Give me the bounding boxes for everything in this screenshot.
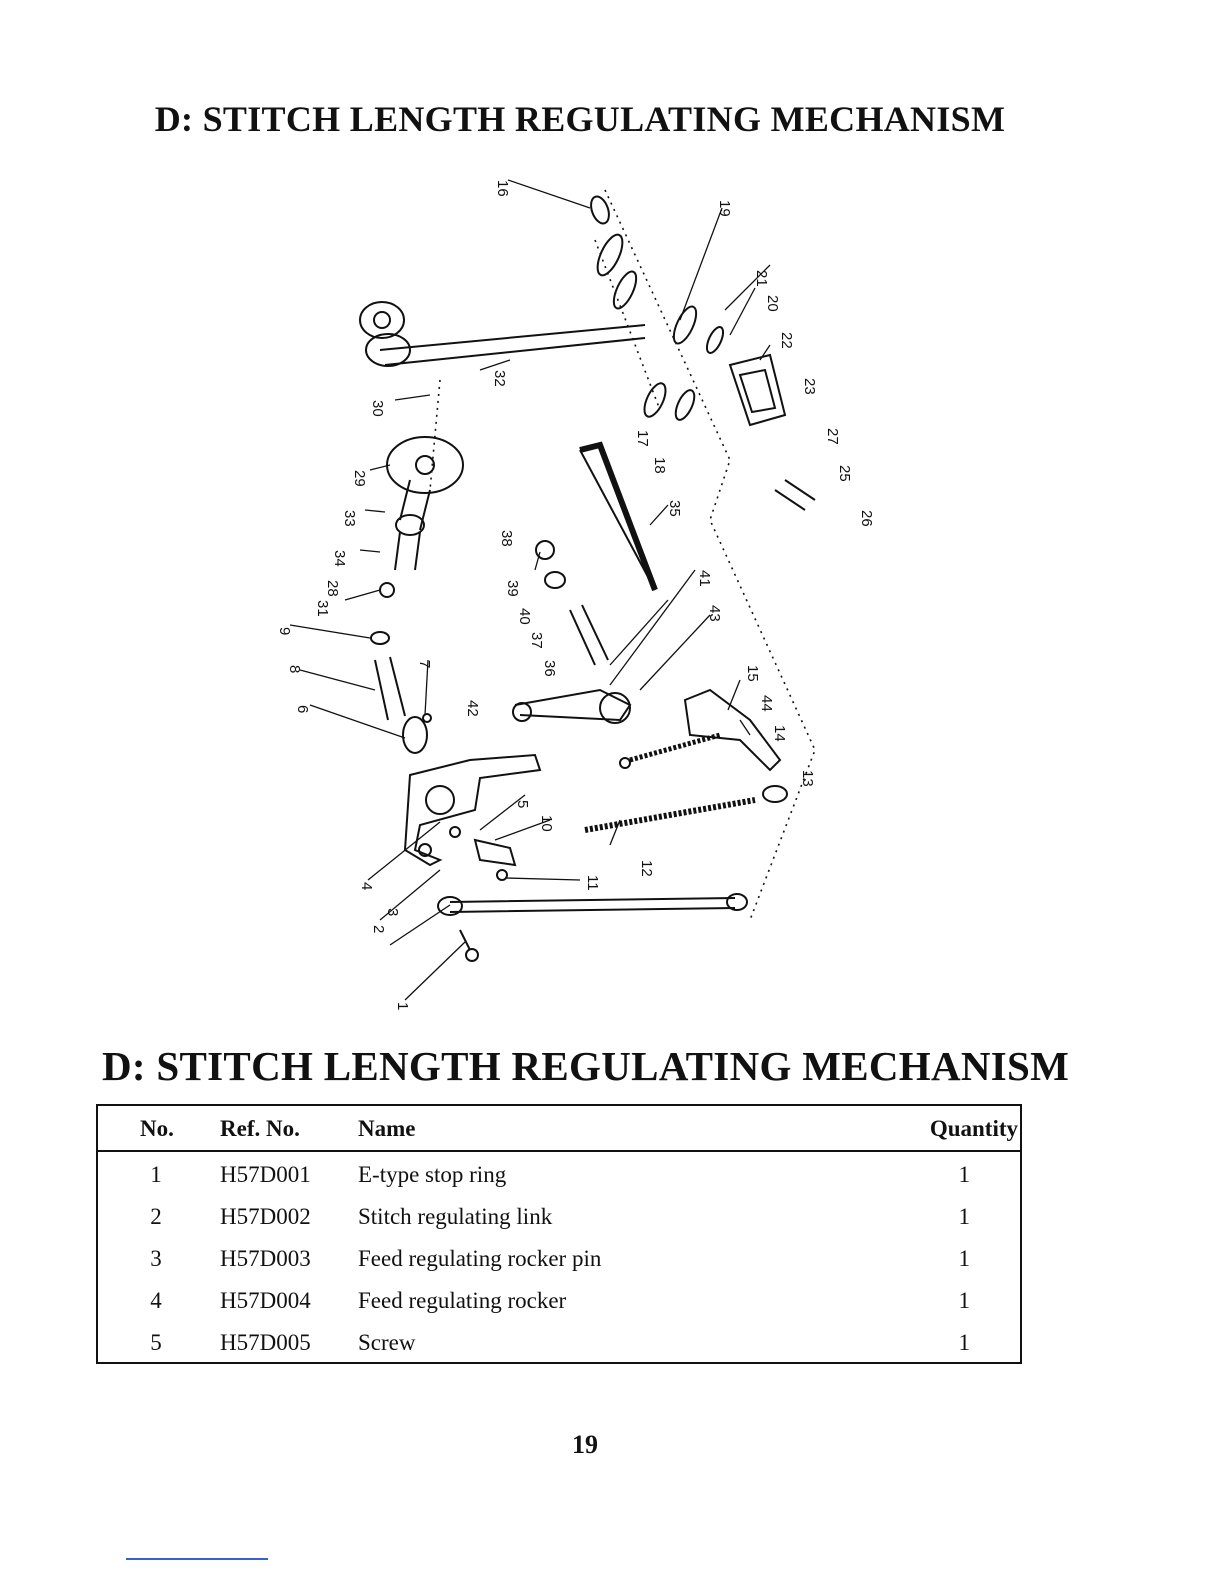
callout-label-39: 39 <box>504 580 521 597</box>
row-name: Feed regulating rocker <box>358 1288 567 1313</box>
footer-link-rule <box>126 1558 268 1560</box>
callout-label-2: 2 <box>370 925 387 933</box>
callout-label-38: 38 <box>498 530 515 547</box>
callout-label-6: 6 <box>294 705 311 713</box>
callout-label-20: 20 <box>764 295 781 312</box>
row-no: 3 <box>150 1246 162 1271</box>
row-name: Stitch regulating link <box>358 1204 553 1229</box>
row-no: 4 <box>150 1288 162 1313</box>
section-title: D: STITCH LENGTH REGULATING MECHANISM <box>102 1043 1070 1089</box>
callout-label-21: 21 <box>753 270 770 287</box>
callout-label-30: 30 <box>369 400 386 417</box>
callout-label-28: 28 <box>324 580 341 597</box>
callout-label-40: 40 <box>516 608 533 625</box>
callout-label-9: 9 <box>276 627 293 635</box>
callout-label-26: 26 <box>858 510 875 527</box>
callout-label-25: 25 <box>836 465 853 482</box>
callout-label-27: 27 <box>824 428 841 445</box>
row-name: Screw <box>358 1330 416 1355</box>
row-ref-no: H57D005 <box>220 1330 311 1355</box>
callout-labels: 1234567891011121314151617181920212223252… <box>276 180 875 1010</box>
row-no: 2 <box>150 1204 162 1229</box>
callout-label-5: 5 <box>514 800 531 808</box>
callout-label-12: 12 <box>638 860 655 877</box>
row-ref-no: H57D001 <box>220 1162 311 1187</box>
row-quantity: 1 <box>958 1288 971 1313</box>
header-ref-no: Ref. No. <box>220 1116 300 1141</box>
table-row: 4 H57D004 Feed regulating rocker 1 <box>98 1280 1020 1322</box>
callout-label-31: 31 <box>314 600 331 617</box>
callout-label-17: 17 <box>634 430 651 447</box>
callout-label-3: 3 <box>384 908 401 916</box>
callout-label-14: 14 <box>771 725 788 742</box>
callout-label-13: 13 <box>799 770 816 787</box>
callout-label-7: 7 <box>416 660 433 668</box>
diagram-drawing: 1234567891011121314151617181920212223252… <box>276 179 875 1010</box>
callout-label-19: 19 <box>716 200 733 217</box>
row-quantity: 1 <box>958 1330 971 1355</box>
header-name: Name <box>358 1116 416 1141</box>
row-quantity: 1 <box>958 1246 971 1271</box>
page-title-top: D: STITCH LENGTH REGULATING MECHANISM <box>154 99 1006 139</box>
row-ref-no: H57D004 <box>220 1288 311 1313</box>
row-ref-no: H57D003 <box>220 1246 311 1271</box>
callout-label-29: 29 <box>351 470 368 487</box>
table-row: 3 H57D003 Feed regulating rocker pin 1 <box>98 1238 1020 1280</box>
row-name: E-type stop ring <box>358 1162 507 1187</box>
callout-label-8: 8 <box>286 665 303 673</box>
table-row: 2 H57D002 Stitch regulating link 1 <box>98 1196 1020 1238</box>
callout-label-10: 10 <box>538 815 555 832</box>
callout-label-16: 16 <box>494 180 511 197</box>
callout-label-42: 42 <box>464 700 481 717</box>
callout-label-4: 4 <box>358 882 375 890</box>
row-quantity: 1 <box>958 1162 971 1187</box>
row-quantity: 1 <box>958 1204 971 1229</box>
header-no: No. <box>140 1116 174 1141</box>
callout-label-11: 11 <box>584 875 601 891</box>
row-name: Feed regulating rocker pin <box>358 1246 602 1271</box>
row-no: 5 <box>150 1330 162 1355</box>
parts-table: No. Ref. No. Name Quantity 1 H57D001 E-t… <box>96 1104 1022 1364</box>
callout-label-34: 34 <box>331 550 348 567</box>
callout-label-32: 32 <box>491 370 508 387</box>
callout-label-1: 1 <box>394 1002 411 1010</box>
callout-label-22: 22 <box>778 332 795 349</box>
callout-label-37: 37 <box>528 632 545 649</box>
row-ref-no: H57D002 <box>220 1204 311 1229</box>
callout-label-35: 35 <box>666 500 683 517</box>
callout-label-41: 41 <box>696 570 713 587</box>
callout-label-33: 33 <box>341 510 358 527</box>
table-row: 5 H57D005 Screw 1 <box>98 1322 1020 1364</box>
header-quantity: Quantity <box>929 1116 1018 1141</box>
callout-label-15: 15 <box>744 665 761 682</box>
callout-label-18: 18 <box>651 457 668 474</box>
callout-label-44: 44 <box>758 695 775 712</box>
page-number: 19 <box>572 1430 598 1459</box>
row-no: 1 <box>150 1162 162 1187</box>
callout-label-36: 36 <box>541 660 558 677</box>
callout-label-43: 43 <box>706 605 723 622</box>
table-header: No. Ref. No. Name Quantity <box>98 1106 1020 1152</box>
callout-label-23: 23 <box>801 378 818 395</box>
table-row: 1 H57D001 E-type stop ring 1 <box>98 1154 1020 1196</box>
